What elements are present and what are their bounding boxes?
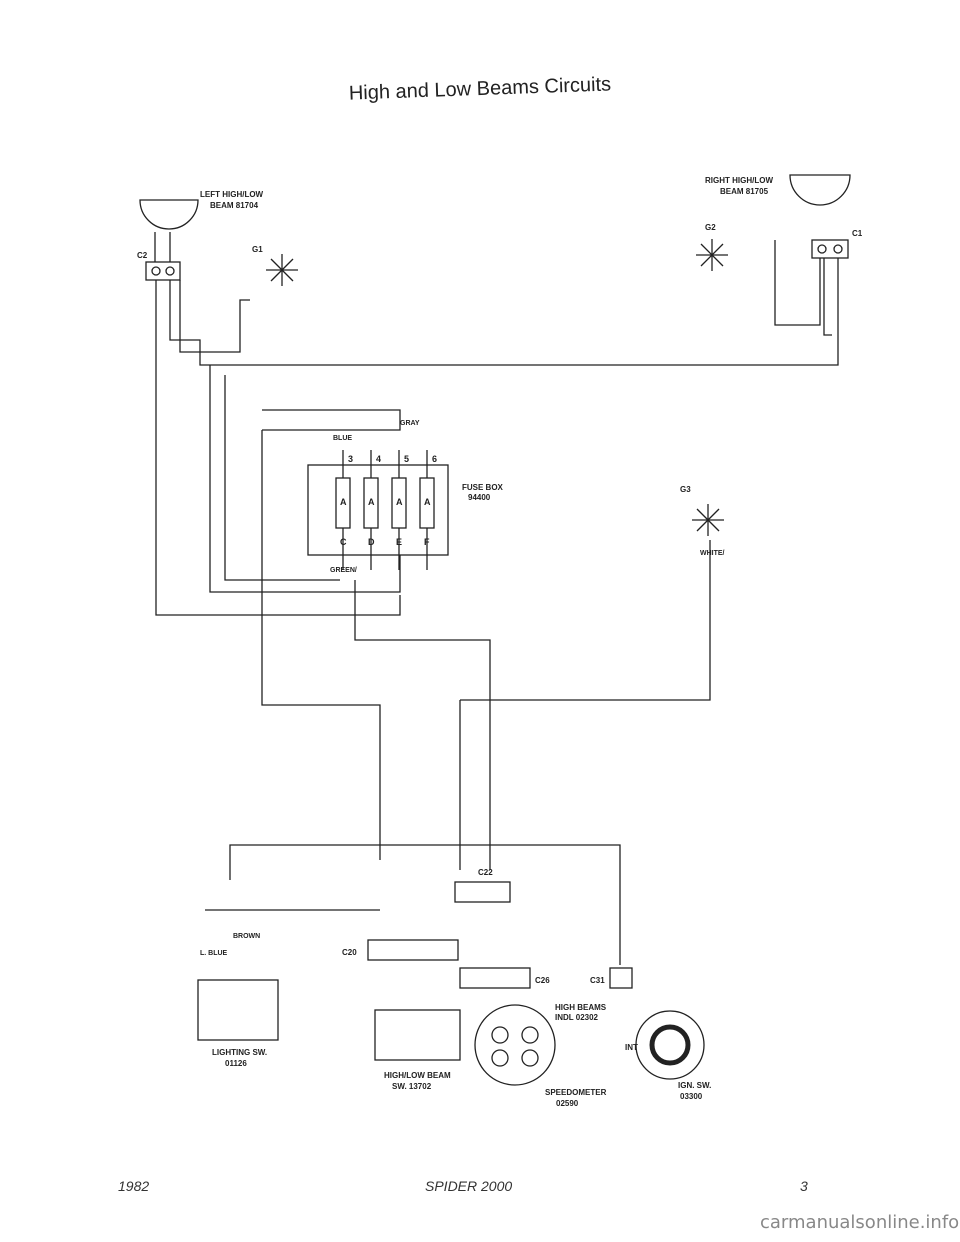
c20-label: C20 [342, 948, 357, 957]
right-beam-num: BEAM 81705 [720, 187, 769, 196]
fuse-num-5: 5 [404, 454, 409, 464]
ground-g1-icon [266, 254, 298, 286]
lighting-switch-label: LIGHTING SW. [212, 1048, 267, 1057]
high-low-beam-switch [374, 1009, 461, 1061]
ground-g2-icon [696, 239, 728, 271]
footer-page: 3 [800, 1178, 808, 1194]
g2-label: G2 [705, 223, 716, 232]
wire-label-lblue: L. BLUE [200, 950, 228, 957]
c1-label-right: C1 [852, 229, 863, 238]
wire-label-gray: GRAY [400, 420, 420, 427]
left-beam-label: LEFT HIGH/LOW [200, 190, 264, 199]
c26-label: C26 [535, 976, 550, 985]
high-beams-num: INDL 02302 [555, 1013, 599, 1022]
wire-label-blue: BLUE [333, 435, 352, 442]
fuse-numbers: 3 4 5 6 A A A A C D E F [340, 454, 437, 547]
high-beams-label: HIGH BEAMS [555, 1003, 607, 1012]
c31-label: C31 [590, 976, 605, 985]
lighting-switch-num: 01126 [225, 1059, 247, 1068]
fuse-num-3: 3 [348, 454, 353, 464]
lighting-switch [197, 979, 279, 1041]
fuse-letter-a1: A [340, 497, 347, 507]
right-headlamp-icon [789, 174, 851, 206]
g3-label: G3 [680, 485, 691, 494]
fuse-letter-d: D [368, 537, 375, 547]
fuse-letter-a4: A [424, 497, 431, 507]
left-connector [145, 261, 181, 281]
right-connector [811, 239, 849, 259]
hl-beam-switch-label: HIGH/LOW BEAM [384, 1071, 451, 1080]
ground-g3-icon [692, 504, 724, 536]
fuse-box [307, 464, 449, 556]
ign-switch-label: IGN. SW. [678, 1081, 711, 1090]
fuse-letter-e: E [396, 537, 402, 547]
ign-switch-num: 03300 [680, 1092, 703, 1101]
speedometer-label: SPEEDOMETER [545, 1088, 607, 1097]
fuse-letter-a2: A [368, 497, 375, 507]
speedometer-gauge [474, 1004, 556, 1086]
c1-label-left: C2 [137, 251, 148, 260]
fuse-letter-f: F [424, 537, 430, 547]
speedometer-num: 02590 [556, 1099, 579, 1108]
connector-c26 [459, 967, 531, 989]
wire-label-brown: BROWN [233, 933, 260, 940]
fuse-num-6: 6 [432, 454, 437, 464]
right-beam-label: RIGHT HIGH/LOW [705, 176, 773, 185]
left-headlamp-icon [139, 199, 199, 230]
fuse-box-num: 94400 [468, 493, 491, 502]
footer-year: 1982 [118, 1178, 150, 1194]
footer-model: SPIDER 2000 [425, 1178, 513, 1194]
connector-c31 [609, 967, 633, 989]
left-beam-num: BEAM 81704 [210, 201, 259, 210]
int-label: INT [625, 1043, 638, 1052]
c22-label: C22 [478, 868, 493, 877]
connector-c20 [367, 939, 459, 961]
ignition-switch [635, 1010, 705, 1080]
fuse-letter-c: C [340, 537, 347, 547]
watermark: carmanualsonline.info [760, 1212, 960, 1233]
fuse-num-4: 4 [376, 454, 381, 464]
fuse-box-label: FUSE BOX [462, 483, 504, 492]
g1-label: G1 [252, 245, 263, 254]
wire-label-green: GREEN/ [330, 567, 357, 574]
wire-label-white: WHITE/ [700, 550, 725, 557]
hl-beam-switch-num: SW. 13702 [392, 1082, 432, 1091]
fuse-letter-a3: A [396, 497, 403, 507]
connector-c22 [454, 881, 511, 903]
